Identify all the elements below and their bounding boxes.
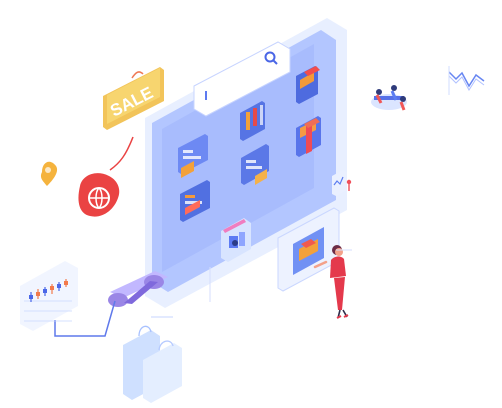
product-card-icon[interactable]	[240, 101, 265, 141]
percent-icon: %	[54, 271, 168, 337]
shopping-bag-icon	[123, 325, 182, 403]
candlestick-chart-icon	[20, 261, 78, 331]
search-input-cursor	[205, 91, 207, 100]
location-pin-icon	[40, 161, 58, 186]
product-card-icon[interactable]	[241, 144, 269, 185]
product-display-card	[277, 207, 340, 292]
globe-icon	[78, 136, 134, 217]
product-card-icon[interactable]	[178, 134, 208, 178]
storefront-icon	[221, 218, 251, 262]
meeting-table-icon	[371, 85, 407, 111]
product-card-icon[interactable]	[296, 66, 320, 104]
connector-lines	[151, 249, 352, 318]
gift-box-icon[interactable]	[296, 116, 321, 157]
sale-tag-icon: SALE	[103, 67, 164, 130]
analytics-board-icon	[332, 170, 352, 196]
product-card-icon[interactable]	[180, 180, 210, 222]
product-grid	[178, 66, 321, 222]
line-chart-icon	[448, 66, 485, 95]
screen-glow	[162, 44, 314, 272]
search-bar[interactable]	[193, 41, 291, 117]
search-icon[interactable]	[264, 51, 278, 65]
